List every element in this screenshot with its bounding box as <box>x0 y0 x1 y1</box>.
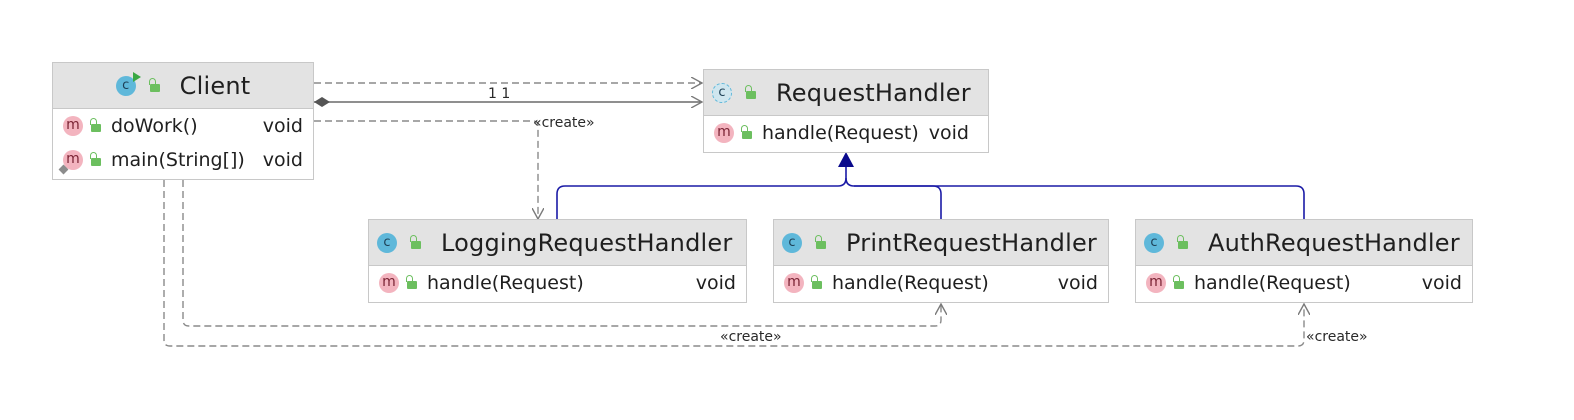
create-edge-client-print <box>182 180 941 327</box>
class-name: LoggingRequestHandler <box>441 228 733 257</box>
class-icon: c <box>782 232 802 253</box>
method-row[interactable]: m handle(Request) void <box>369 266 746 300</box>
public-visibility-icon <box>745 84 756 99</box>
public-visibility-icon <box>1173 275 1184 289</box>
class-header: c RequestHandler <box>704 70 988 116</box>
method-name: handle(Request) <box>1194 272 1351 294</box>
class-auth-request-handler[interactable]: c AuthRequestHandler m handle(Request) v… <box>1135 219 1473 303</box>
method-row[interactable]: m handle(Request) void <box>704 116 988 150</box>
method-icon: m <box>63 116 83 136</box>
inheritance-edge-auth <box>854 185 1305 219</box>
method-return-type: void <box>262 149 303 171</box>
public-visibility-icon <box>815 234 826 249</box>
method-row[interactable]: m main(String[]) void <box>53 143 313 177</box>
create-edge-client-logging <box>314 120 538 219</box>
create-edge-client-auth <box>163 180 1304 347</box>
public-visibility-icon <box>410 234 421 249</box>
run-badge-icon <box>132 71 141 82</box>
class-logging-request-handler[interactable]: c LoggingRequestHandler m handle(Request… <box>368 219 747 303</box>
inheritance-edge-print <box>845 177 942 219</box>
public-visibility-icon <box>148 77 160 92</box>
method-name: main(String[]) <box>111 149 245 171</box>
method-icon: m <box>1146 273 1166 293</box>
class-header: c PrintRequestHandler <box>774 220 1108 266</box>
method-return-type: void <box>262 115 303 137</box>
class-header: c AuthRequestHandler <box>1136 220 1472 266</box>
method-return-type: void <box>1421 272 1462 294</box>
public-visibility-icon <box>1177 234 1188 249</box>
method-icon: m <box>784 273 804 293</box>
method-name: handle(Request) <box>832 272 989 294</box>
static-method-icon: m <box>58 150 83 175</box>
method-row[interactable]: m doWork() void <box>53 109 313 143</box>
method-row[interactable]: m handle(Request) void <box>1136 266 1472 300</box>
class-icon: c <box>1144 232 1164 253</box>
method-return-type: void <box>928 122 969 144</box>
inheritance-edge-logging <box>556 166 847 219</box>
public-visibility-icon <box>90 118 101 132</box>
create-label-auth: «create» <box>1306 329 1368 345</box>
class-name: RequestHandler <box>776 78 971 107</box>
create-label-print: «create» <box>720 329 782 345</box>
abstract-class-icon: c <box>712 82 732 103</box>
create-label-logging: «create» <box>533 115 595 131</box>
public-visibility-icon <box>811 275 822 289</box>
method-row[interactable]: m handle(Request) void <box>774 266 1108 300</box>
class-print-request-handler[interactable]: c PrintRequestHandler m handle(Request) … <box>773 219 1109 303</box>
composition-multiplicity-label: 1 1 <box>488 86 511 102</box>
class-client[interactable]: c Client m doWork() void m main(String[]… <box>52 62 314 180</box>
class-name: Client <box>179 71 251 100</box>
class-request-handler[interactable]: c RequestHandler m handle(Request) void <box>703 69 989 153</box>
runnable-class-icon: c <box>115 71 141 96</box>
method-icon: m <box>379 273 399 293</box>
inheritance-arrowhead <box>838 152 854 167</box>
public-visibility-icon <box>406 275 417 289</box>
method-name: handle(Request) <box>762 122 919 144</box>
class-icon: c <box>377 232 397 253</box>
public-visibility-icon <box>90 152 101 166</box>
class-header: c Client <box>53 63 313 109</box>
class-header: c LoggingRequestHandler <box>369 220 746 266</box>
method-name: doWork() <box>111 115 198 137</box>
class-name: PrintRequestHandler <box>846 228 1097 257</box>
method-return-type: void <box>1057 272 1098 294</box>
method-icon: m <box>714 123 734 143</box>
class-name: AuthRequestHandler <box>1208 228 1460 257</box>
method-return-type: void <box>695 272 736 294</box>
method-name: handle(Request) <box>427 272 584 294</box>
public-visibility-icon <box>741 125 752 139</box>
